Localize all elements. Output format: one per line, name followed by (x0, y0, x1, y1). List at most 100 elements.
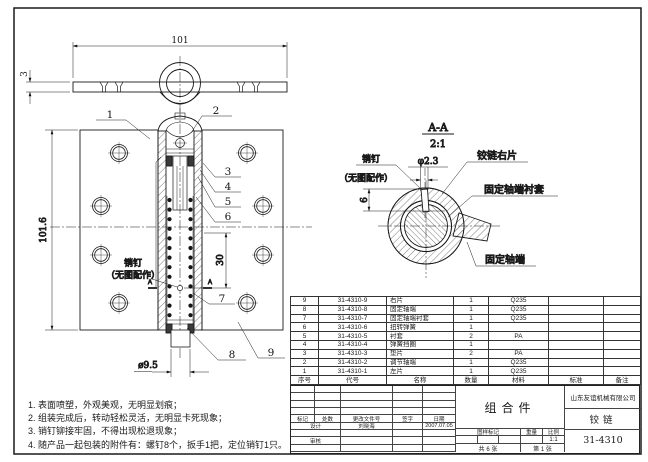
part-standard (548, 348, 604, 359)
pin-note-line1: 销钉 (124, 257, 142, 268)
dim-spring-text: 30 (216, 254, 226, 266)
technical-notes: 1. 表面喷塑，外观美观，无明显划痕； 2. 组装完成后，转动轻松灵活，无明显卡… (28, 399, 290, 452)
balloon-9: 9 (268, 347, 275, 359)
part-seq: 2 (290, 357, 319, 368)
part-material (488, 339, 549, 350)
sheets-total: 共 6 张 (456, 444, 521, 453)
parts-header-row: 序号 代号 名称 数量 材料 标准 备注 (290, 375, 641, 385)
header-name: 名称 (386, 375, 454, 385)
label-bushing: 固定轴端衬套 (484, 183, 544, 196)
part-remark (603, 331, 641, 341)
part-code: 31-4310-1 (318, 366, 387, 377)
part-remark (603, 348, 641, 359)
part-name: 右片 (386, 296, 454, 306)
note-line: 2. 组装完成后，转动轻松灵活，无明显卡死现象； (28, 413, 228, 424)
part-row: 5 31-4310-5 衬套 2 PA (290, 331, 641, 341)
label-shaft-end: 固定轴端 (485, 253, 525, 266)
part-standard (548, 322, 604, 333)
part-row: 4 31-4310-4 弹簧挡圈 1 (290, 339, 641, 350)
part-qty: 1 (453, 339, 489, 350)
label-pin-note: （无图配作） (339, 172, 393, 183)
label-pin: 销钉 (362, 153, 380, 164)
assembly-title: 组合件 (456, 386, 564, 429)
part-remark (603, 339, 641, 350)
part-standard (548, 304, 604, 315)
part-qty: 1 (453, 304, 489, 315)
dim-pin-depth (363, 188, 445, 212)
part-code: 31-4310-5 (318, 331, 387, 341)
part-material: Q235 (488, 313, 549, 324)
section-letter-right: A (208, 280, 212, 286)
part-material: Q235 (488, 366, 549, 377)
part-row: 2 31-4310-2 调节轴端 1 Q235 (290, 357, 641, 368)
part-material: PA (488, 348, 549, 359)
part-row: 9 31-4310-9 右片 1 Q235 (290, 296, 641, 306)
part-name: 固定轴端衬套 (386, 313, 454, 324)
countersunk-hole-marks (99, 81, 261, 92)
part-name: 固定轴端 (386, 304, 454, 315)
part-name: 左片 (386, 366, 454, 377)
company-name: 山东友谊机械有限公司 (565, 386, 641, 409)
shaft-end-stub (170, 329, 191, 348)
balloon-8: 8 (229, 349, 236, 361)
weight-label: 重量 (521, 428, 543, 436)
design-name: 刘晓海 (341, 422, 393, 430)
part-row: 1 31-4310-1 左片 1 Q235 (290, 366, 641, 377)
part-row: 6 31-4310-6 扭转弹簧 1 (290, 322, 641, 333)
part-qty: 1 (453, 313, 489, 324)
design-date: 2007.07.05 (423, 422, 456, 430)
dim-thickness (26, 70, 70, 104)
top-view: 101 3 (20, 36, 288, 112)
section-title: A-A (427, 121, 449, 134)
part-remark (603, 357, 641, 368)
part-remark (603, 296, 641, 306)
part-material: Q235 (488, 296, 549, 306)
dim-pin-depth-text: 6 (360, 197, 370, 203)
section-view: A-A 2:1 φ2.3 6 销钉 （ (339, 121, 558, 278)
part-material: Q235 (488, 304, 549, 315)
part-qty: 2 (453, 331, 489, 341)
part-code: 31-4310-6 (318, 322, 387, 333)
header-standard: 标准 (548, 375, 604, 385)
section-scale: 2:1 (430, 139, 446, 150)
part-name: 垫片 (386, 348, 454, 359)
front-view: A A 101.6 30 ø9.5 销钉 （无图配作） (39, 105, 312, 377)
header-code: 代号 (318, 375, 387, 385)
sheet-border (13, 7, 642, 455)
product-name: 铰链 (565, 409, 641, 430)
screw-holes (90, 142, 274, 314)
title-middle: 组合件 图样标记 重量 比例 1:1 共 6 张 第 1 张 (456, 386, 564, 453)
dim-pin-dia (408, 166, 448, 191)
part-standard (548, 357, 604, 368)
stamp-label: 图样标记 (456, 428, 521, 436)
balloon-5: 5 (225, 196, 232, 208)
part-row: 3 31-4310-3 垫片 2 PA (290, 348, 641, 359)
col-mark: 标记 (291, 415, 315, 423)
parts-table: 9 31-4310-9 右片 1 Q235 8 31-4310-8 固定轴端 1… (290, 296, 641, 385)
part-code: 31-4310-2 (318, 357, 387, 368)
drawing-number: 31-4310 (583, 435, 623, 446)
balloon-2: 2 (213, 105, 220, 117)
part-qty: 1 (453, 296, 489, 306)
dim-barrel-dia-text: ø9.5 (138, 361, 158, 371)
part-name: 弹簧挡圈 (386, 339, 454, 350)
pin-slot (420, 188, 430, 213)
balloon-7: 7 (219, 293, 226, 305)
part-code: 31-4310-8 (318, 304, 387, 315)
check-label: 审核 (291, 437, 341, 445)
part-seq: 8 (290, 304, 319, 315)
part-material (488, 322, 549, 333)
note-line: 1. 表面喷塑，外观美观，无明显划痕； (28, 400, 183, 410)
part-seq: 3 (290, 348, 319, 359)
dim-width (72, 42, 288, 78)
part-seq: 7 (290, 313, 319, 324)
col-sign: 签字 (393, 415, 423, 423)
part-name: 扭转弹簧 (386, 322, 454, 333)
balloon-6: 6 (225, 211, 232, 223)
header-material: 材料 (488, 375, 549, 385)
scale-value: 1:1 (543, 436, 564, 444)
hinge-barrel (155, 112, 203, 348)
dim-width-text: 101 (171, 36, 188, 46)
